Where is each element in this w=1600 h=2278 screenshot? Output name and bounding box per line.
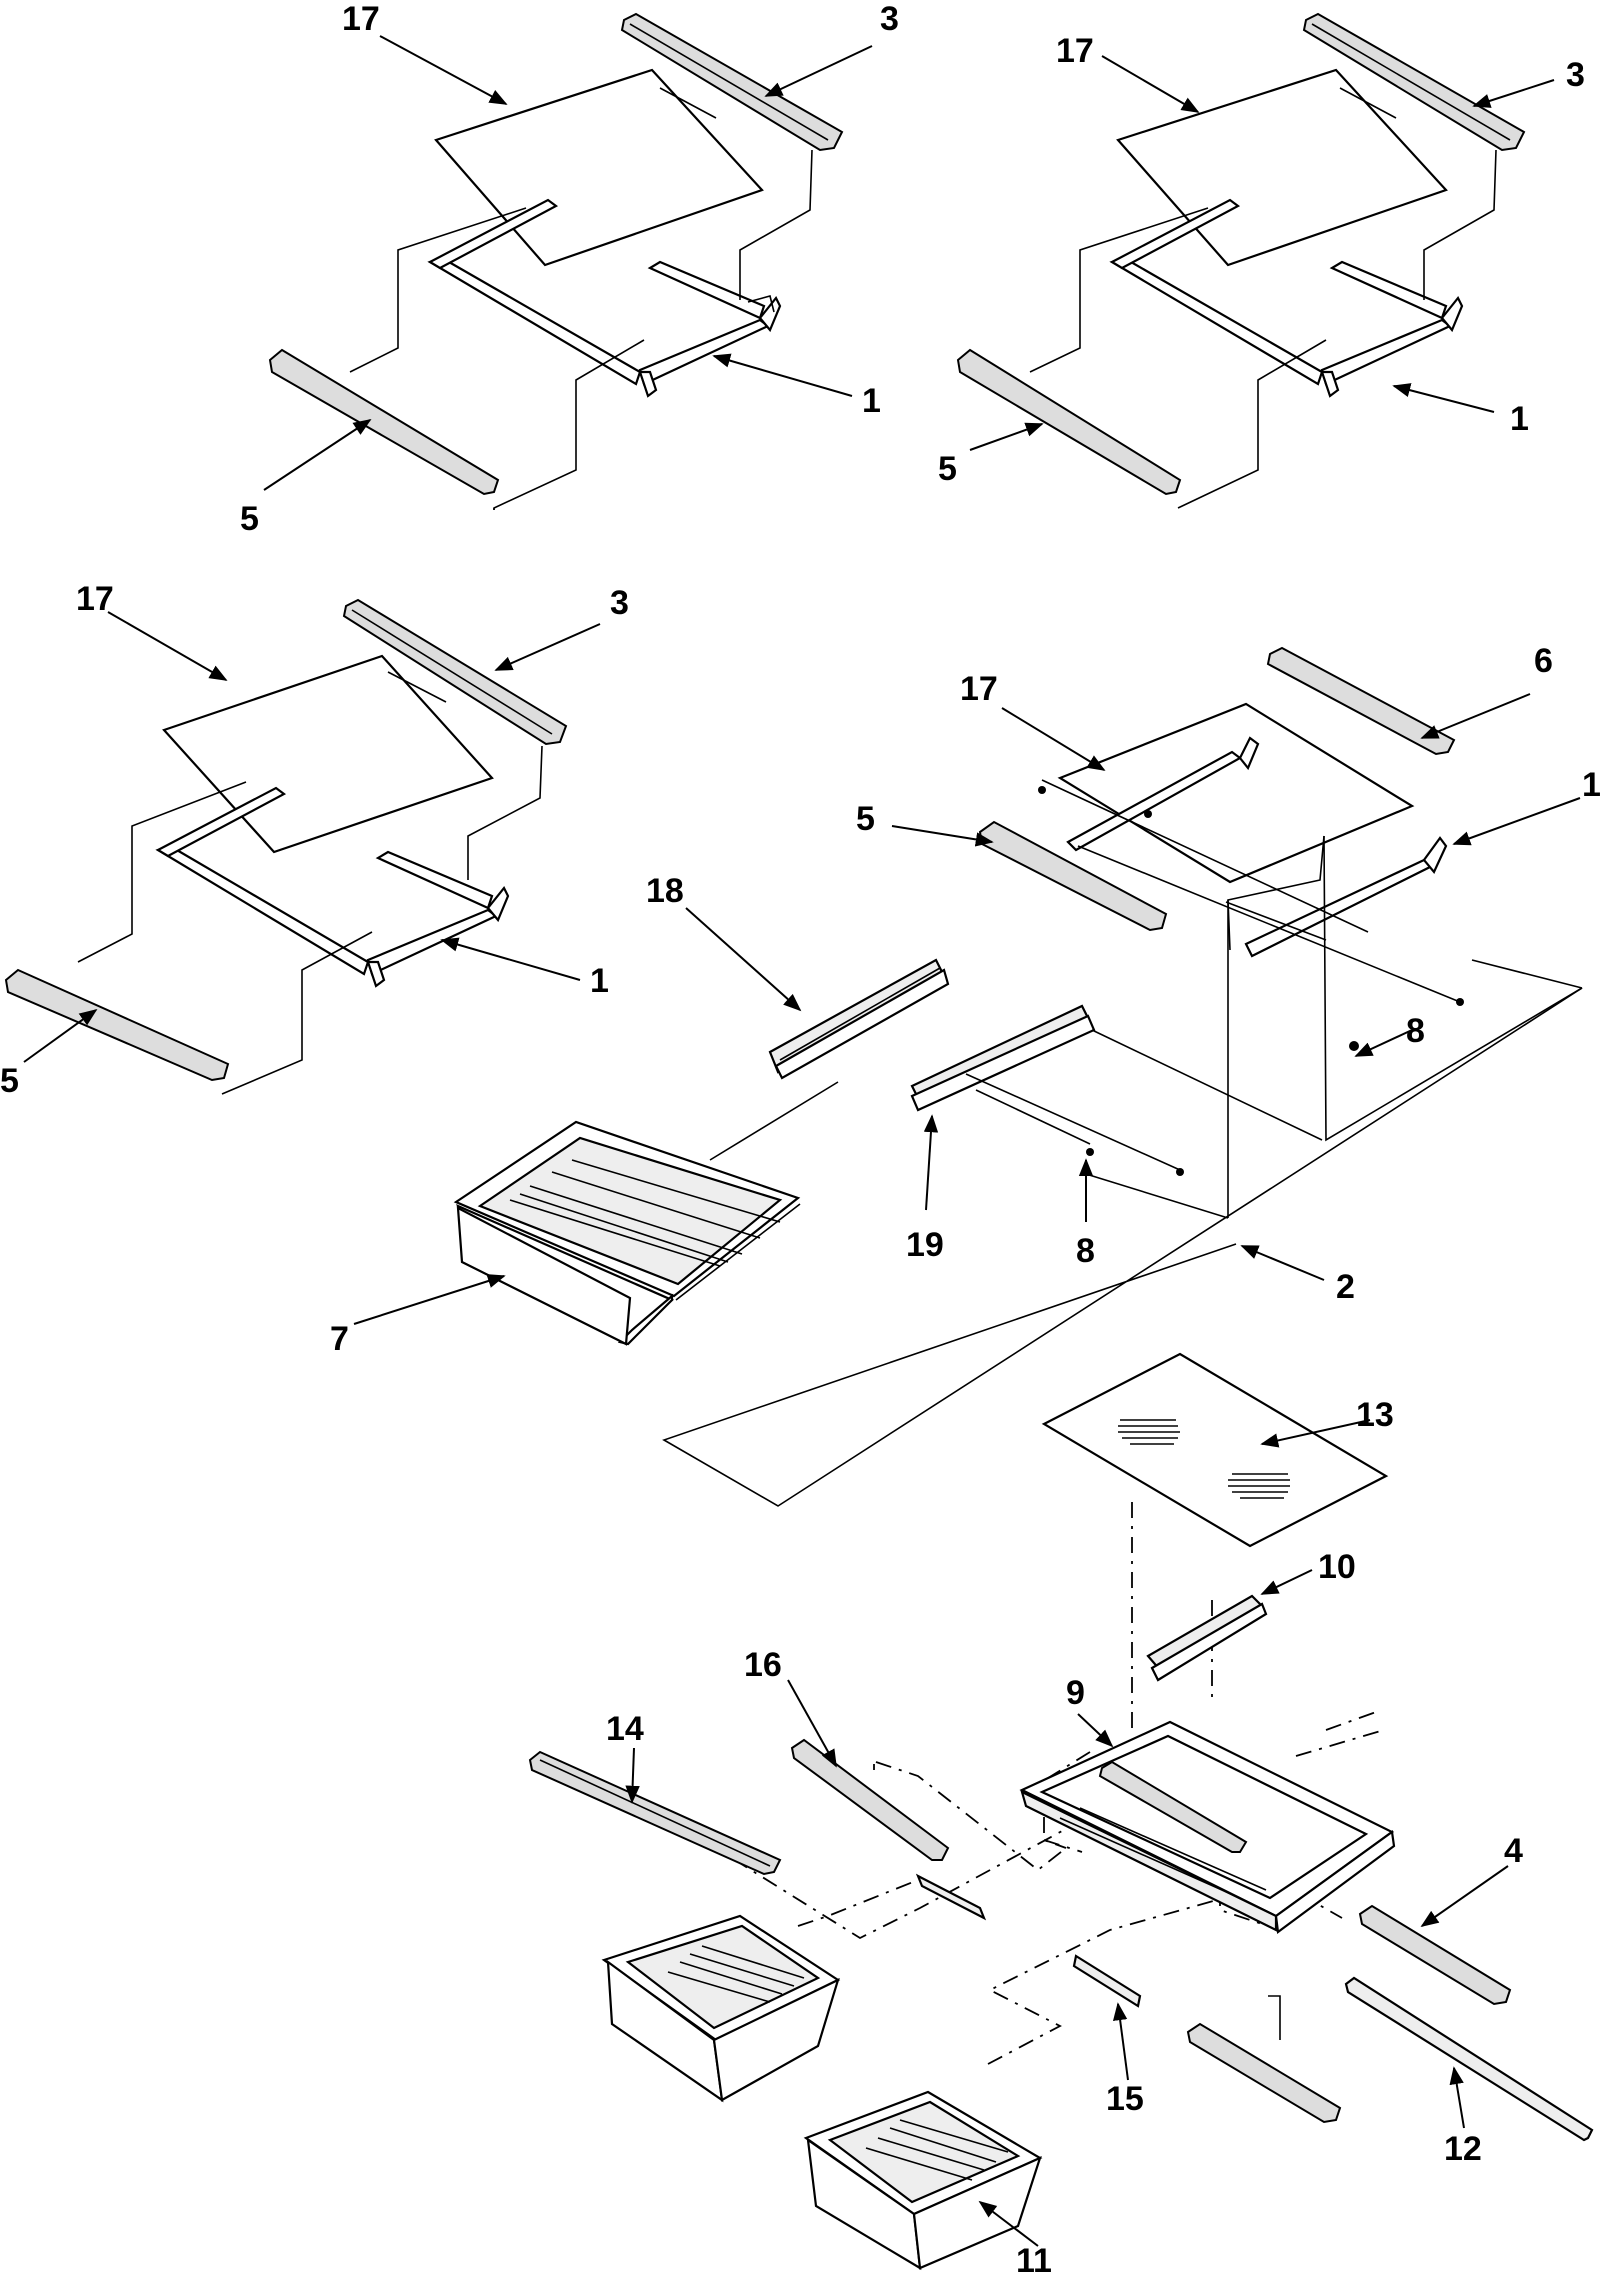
- shelf-assembly-4: [978, 646, 1583, 1218]
- callout-6: 6: [1534, 642, 1553, 680]
- callout-7: 7: [330, 1320, 349, 1358]
- rail: [1344, 1976, 1594, 2142]
- callout-3: 3: [880, 0, 899, 38]
- shelf-frame: [155, 786, 510, 988]
- callout-14: 14: [606, 1710, 644, 1748]
- callout-10: 10: [1318, 1548, 1356, 1586]
- callout-12: 12: [1444, 2130, 1482, 2168]
- shelf-assembly-1: [268, 12, 844, 510]
- callout-3: 3: [610, 584, 629, 622]
- shelf-frame: [1041, 736, 1461, 1003]
- divider-clip: [1146, 1594, 1264, 1672]
- callout-9: 9: [1066, 1674, 1085, 1712]
- glass-shelf: [1057, 702, 1415, 884]
- screw: [1038, 786, 1046, 794]
- front-trim: [4, 968, 230, 1082]
- callout-18: 18: [646, 872, 684, 910]
- drawer-assembly: [453, 958, 1583, 1507]
- rear-trim: [1266, 646, 1456, 756]
- leader-arrows: [23, 35, 1581, 2247]
- callout-11: 11: [1016, 2242, 1052, 2278]
- screw: [1144, 810, 1152, 818]
- crisper-drawer: [453, 1120, 801, 1346]
- trim-strip: [790, 1738, 950, 1861]
- crisper-drawer: [803, 2090, 1043, 2271]
- crisper-assembly: [528, 1352, 1594, 2271]
- front-trim: [268, 348, 500, 496]
- callout-17: 17: [1056, 32, 1094, 70]
- screw: [1456, 998, 1464, 1006]
- crisper-drawer: [601, 1914, 841, 2103]
- callout-4: 4: [1504, 1832, 1523, 1870]
- bracket: [1072, 1954, 1142, 2008]
- callout-8: 8: [1076, 1232, 1095, 1270]
- trim-strip: [1358, 1904, 1512, 2006]
- trim-strip: [1186, 2022, 1342, 2124]
- callout-1: 1: [590, 962, 609, 1000]
- shelf-assembly-2: [956, 12, 1526, 509]
- callout-17: 17: [342, 0, 380, 38]
- callout-16: 16: [744, 1646, 782, 1684]
- callout-13: 13: [1356, 1396, 1394, 1434]
- callout-5: 5: [0, 1062, 19, 1100]
- screw: [1086, 1148, 1094, 1156]
- callout-19: 19: [906, 1226, 944, 1264]
- callout-15: 15: [1106, 2080, 1144, 2118]
- callout-1: 1: [1582, 766, 1600, 804]
- front-trim: [956, 348, 1182, 496]
- crisper-glass: [1041, 1352, 1389, 1548]
- screw: [1349, 1041, 1359, 1051]
- callout-2: 2: [1336, 1268, 1355, 1306]
- bracket: [915, 1873, 987, 1921]
- screw: [1176, 1168, 1184, 1176]
- callout-8: 8: [1406, 1012, 1425, 1050]
- callout-3: 3: [1566, 56, 1585, 94]
- callout-5: 5: [856, 800, 875, 838]
- callout-5: 5: [240, 500, 259, 538]
- callout-5: 5: [938, 450, 957, 488]
- callout-1: 1: [1510, 400, 1529, 438]
- callout-17: 17: [960, 670, 998, 708]
- callout-1: 1: [862, 382, 881, 420]
- shelf-frame: [427, 198, 782, 398]
- shelf-assembly-3: [4, 598, 568, 1095]
- callout-17: 17: [76, 580, 114, 618]
- shelf-frame: [1109, 198, 1464, 398]
